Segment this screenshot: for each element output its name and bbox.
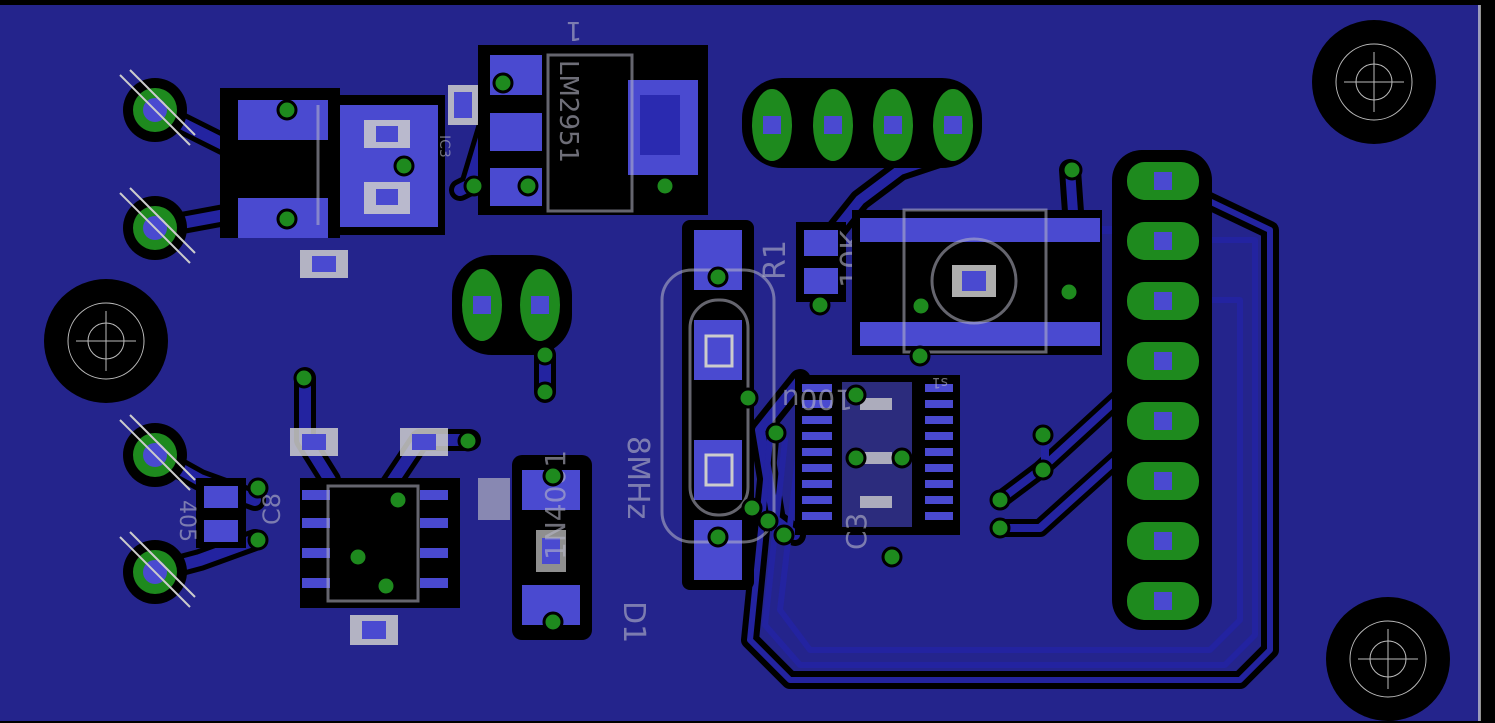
header-pin: [520, 269, 560, 341]
c3-label: C3: [840, 513, 873, 550]
header-pin: [1127, 522, 1199, 560]
header-pin: [813, 89, 853, 161]
header-pin: [752, 89, 792, 161]
capacitor-c8: C8 405: [174, 478, 286, 548]
header-pin: [1127, 582, 1199, 620]
mounting-hole-top-right: [1312, 20, 1436, 144]
th-pad: [119, 187, 196, 264]
mounting-hole-bottom-right: [1326, 597, 1450, 721]
diode-d1: D1 1N4001: [478, 450, 651, 643]
soic-ic: [290, 428, 460, 645]
crystal-label: 8MHz: [620, 436, 655, 519]
header-pin: [1127, 222, 1199, 260]
c8-label: C8: [258, 493, 286, 525]
th-pad: [119, 531, 196, 608]
d1-label: D1: [616, 601, 651, 643]
header-pin: [1127, 402, 1199, 440]
pin-header-right: [1112, 150, 1212, 630]
header-pin: [1127, 282, 1199, 320]
header-pin: [462, 269, 502, 341]
regulator-text: LM2951: [553, 60, 583, 163]
header-pin: [1127, 162, 1199, 200]
header-pin: [873, 89, 913, 161]
microcontroller-ic: s1 100u C3: [782, 374, 960, 550]
cap-100u-label: 100u: [782, 383, 853, 416]
header-pin: [1127, 462, 1199, 500]
vias: [247, 72, 1083, 633]
ic-label: IC3: [436, 135, 452, 158]
cap-405-label: 405: [174, 500, 199, 542]
regulator-flip-label: 1: [565, 15, 582, 45]
tactile-switch: [852, 208, 1102, 355]
header-pin: [1127, 342, 1199, 380]
terminal-block-left: [119, 69, 196, 608]
pin-header-mid: [452, 255, 572, 355]
board-outline: [1478, 5, 1481, 721]
mounting-hole-left: [44, 279, 168, 403]
s1-label: s1: [932, 374, 948, 390]
r1-label: R1: [758, 240, 793, 280]
pin-header-top: [742, 78, 982, 168]
header-pin: [933, 89, 973, 161]
th-pad: [119, 69, 196, 146]
th-pad: [119, 414, 196, 491]
